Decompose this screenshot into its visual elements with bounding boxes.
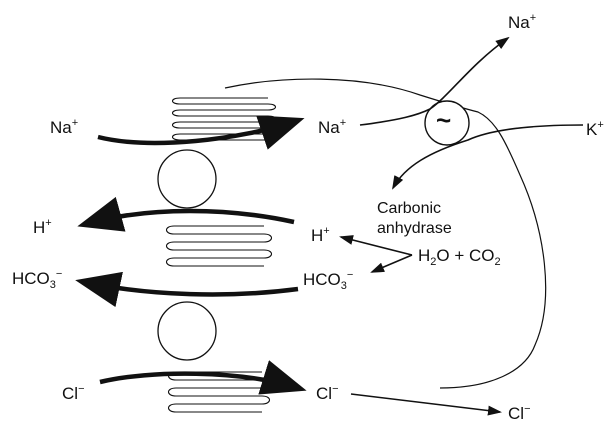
na-label-middle: Na+ [318,117,347,137]
reaction-to-hco3-arrow [370,254,413,273]
hco3-label-left: HCO3− [12,268,63,291]
junction-circle-upper [157,149,217,209]
pump-symbol: ~ [436,105,452,135]
cl-label-left: Cl− [62,383,85,403]
reaction-to-h-arrow [339,235,413,256]
h-label-left: H+ [33,217,52,237]
na-pump-out-arrow [359,36,510,126]
na-label-left: Na+ [50,117,79,137]
na-label-top: Na+ [508,12,537,32]
membrane-folds-top [171,97,277,141]
k-label: K+ [586,119,604,139]
h-label-middle: H+ [311,225,330,245]
hco3-efflux-arrow [75,271,299,308]
junction-circle-lower [157,301,217,361]
cl-influx-arrow [99,360,307,395]
cl-label-right: Cl− [508,403,531,423]
cl-out-arrow [350,393,502,416]
na-k-pump-circle [424,100,470,146]
cell-membrane-outline [224,78,547,389]
k-pump-in-arrow [392,124,584,190]
enzyme-label: Carbonic anhydrase [377,200,452,237]
cl-label-middle: Cl− [316,383,339,403]
hco3-label-middle: HCO3− [303,269,354,292]
reaction-label: H2O + CO2 [418,246,501,268]
membrane-folds-middle [165,225,273,267]
na-influx-arrow [97,115,305,150]
membrane-folds-bottom [167,371,271,413]
h-efflux-arrow [77,196,295,232]
